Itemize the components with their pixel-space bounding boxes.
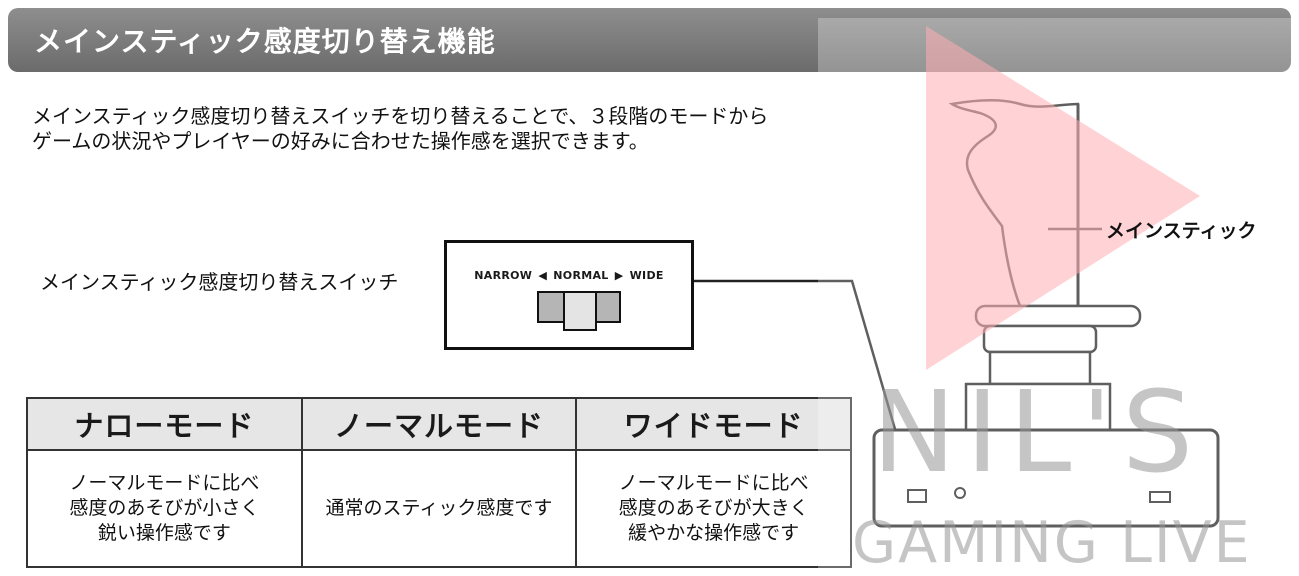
- switch-normal-label: NORMAL: [553, 269, 609, 282]
- mode-table-row: ノーマルモードに比べ 感度のあそびが小さく 鋭い操作感です 通常のスティック感度…: [26, 449, 852, 568]
- right-arrow-icon: ▶: [614, 269, 624, 282]
- mode-table: ナローモード ノーマルモード ワイドモード ノーマルモードに比べ 感度のあそびが…: [26, 397, 852, 568]
- intro-text: メインスティック感度切り替えスイッチを切り替えることで、３段階のモードから ゲー…: [32, 104, 768, 154]
- video-overlay: [818, 18, 1299, 575]
- switch-label: メインスティック感度切り替えスイッチ: [40, 270, 399, 294]
- watermark-line-1: NIL'S: [872, 368, 1204, 498]
- narrow-desc-line: 鋭い操作感です: [97, 522, 231, 544]
- play-triangle-icon: [926, 26, 1200, 370]
- title-banner: メインスティック感度切り替え機能: [8, 8, 1291, 72]
- base-port: [1149, 491, 1171, 503]
- wide-desc-line: 緩やかな操作感です: [628, 522, 800, 544]
- mode-table-header-row: ナローモード ノーマルモード ワイドモード: [26, 397, 852, 451]
- wide-mode-description: ノーマルモードに比べ 感度のあそびが大きく 緩やかな操作感です: [575, 449, 852, 568]
- switch-slider-knob: [563, 291, 597, 331]
- header-narrow-mode: ナローモード: [26, 397, 303, 451]
- base-button: [954, 487, 966, 499]
- base-switch-slot: [907, 489, 927, 503]
- page-title: メインスティック感度切り替え機能: [34, 25, 496, 58]
- stick-mount: [964, 382, 1112, 432]
- switch-caption: NARROW ◀ NORMAL ▶ WIDE: [447, 269, 691, 282]
- wide-desc-line: 感度のあそびが大きく: [618, 497, 809, 519]
- normal-mode-description: 通常のスティック感度です: [300, 449, 578, 568]
- header-wide-mode: ワイドモード: [575, 397, 852, 451]
- switch-wide-label: WIDE: [629, 269, 664, 282]
- stick-neck: [988, 350, 1092, 386]
- narrow-desc-line: 感度のあそびが小さく: [69, 497, 260, 519]
- watermark-line-2: GAMING LIVE: [852, 510, 1252, 576]
- controller-base: [872, 428, 1220, 528]
- stick-label: メインスティック: [1106, 220, 1257, 242]
- wide-desc-line: ノーマルモードに比べ: [618, 472, 809, 494]
- intro-line-1: メインスティック感度切り替えスイッチを切り替えることで、３段階のモードから: [32, 104, 769, 128]
- sensitivity-switch-diagram: NARROW ◀ NORMAL ▶ WIDE: [444, 240, 694, 350]
- switch-narrow-label: NARROW: [474, 269, 533, 282]
- intro-line-2: ゲームの状況やプレイヤーの好みに合わせた操作感を選択できます。: [32, 129, 649, 153]
- header-normal-mode: ノーマルモード: [300, 397, 578, 451]
- switch-slider-body: [537, 291, 621, 331]
- connector-line: [694, 279, 917, 499]
- normal-desc-line: 通常のスティック感度です: [325, 497, 553, 519]
- narrow-desc-line: ノーマルモードに比べ: [69, 472, 260, 494]
- left-arrow-icon: ◀: [538, 269, 548, 282]
- narrow-mode-description: ノーマルモードに比べ 感度のあそびが小さく 鋭い操作感です: [26, 449, 303, 568]
